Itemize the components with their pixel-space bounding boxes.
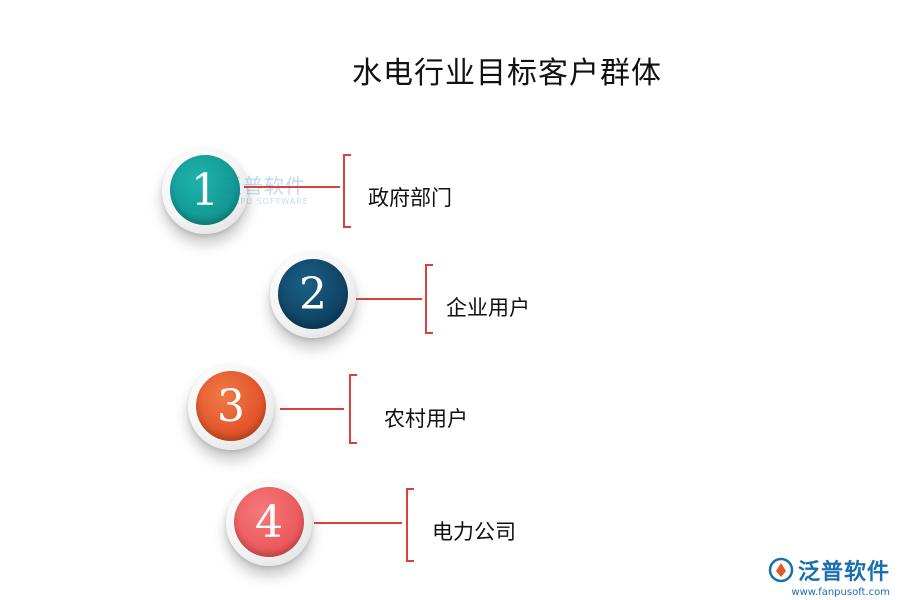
bracket-4 (406, 488, 414, 562)
bracket-2 (425, 264, 433, 334)
connector-line-2 (356, 298, 422, 300)
label-1: 政府部门 (368, 186, 452, 210)
bracket-1 (343, 154, 351, 228)
connector-line-3 (280, 408, 344, 410)
logo-text: 泛普软件 (797, 560, 890, 585)
fanpu-logo-icon (768, 557, 794, 583)
bracket-3 (349, 374, 357, 444)
page-title: 水电行业目标客户群体 (352, 56, 662, 91)
connector-line-1 (244, 186, 340, 188)
badge-4: 4 (226, 480, 312, 566)
watermark: 泛普软件 FANPU SOFTWARE (222, 170, 309, 206)
badge-3-number: 3 (196, 371, 266, 441)
logo-url: www.fanpusoft.com (791, 587, 890, 598)
label-2: 企业用户 (446, 296, 530, 320)
badge-2: 2 (270, 252, 356, 338)
badge-4-number: 4 (234, 487, 304, 557)
label-3: 农村用户 (384, 407, 468, 431)
label-4: 电力公司 (432, 520, 516, 544)
connector-line-4 (314, 522, 402, 524)
badge-2-number: 2 (278, 259, 348, 329)
badge-1: 1 (162, 148, 248, 234)
badge-1-number: 1 (170, 155, 240, 225)
badge-3: 3 (188, 364, 274, 450)
watermark-text: 泛普软件 (222, 174, 306, 198)
brand-logo: 泛普软件 (768, 554, 890, 586)
watermark-subtext: FANPU SOFTWARE (222, 197, 309, 206)
